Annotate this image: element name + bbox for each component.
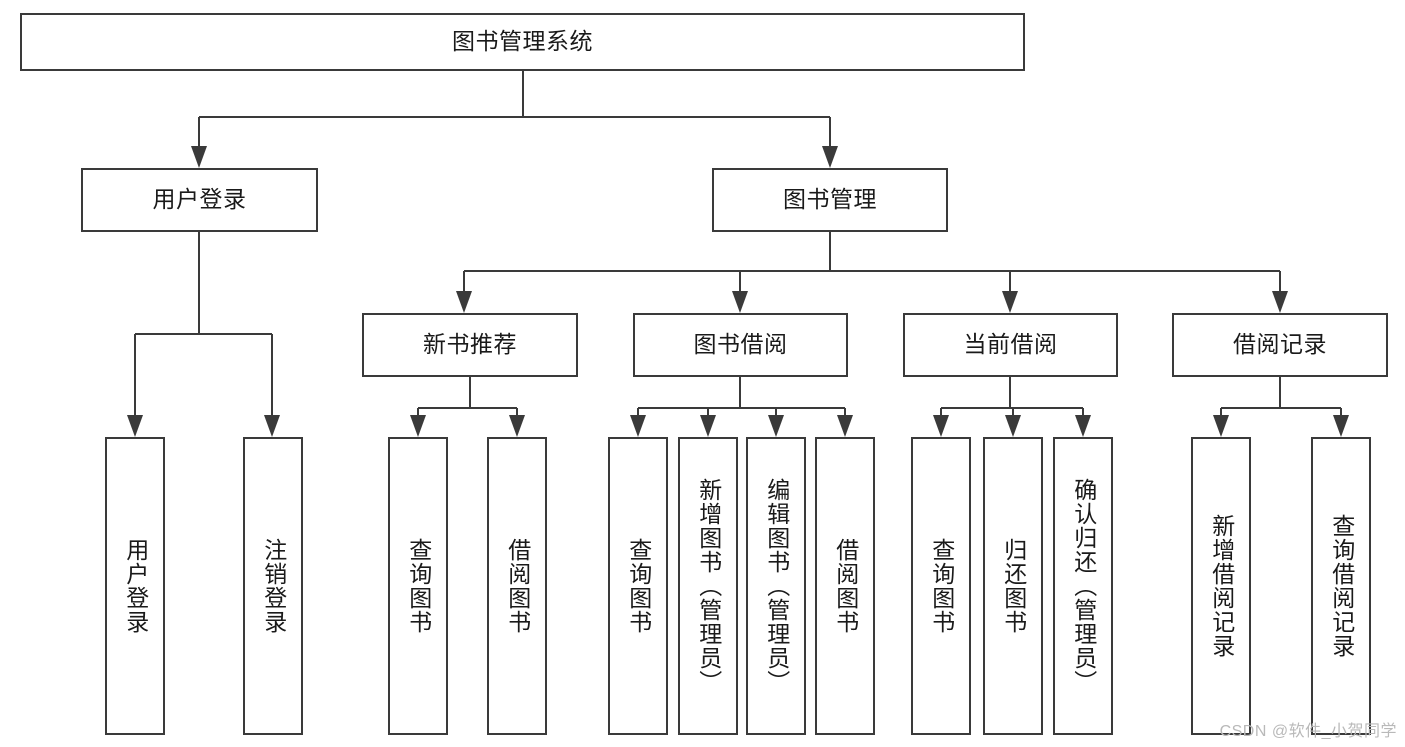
node-label: 借阅图书 — [832, 538, 859, 634]
node-label: 用户登录 — [152, 186, 247, 213]
node-current-borrow[interactable]: 当前借阅 — [903, 313, 1118, 377]
node-label: 新书推荐 — [423, 331, 517, 358]
node-leaf-user-login[interactable]: 用户登录 — [105, 437, 165, 735]
node-leaf-borrow-book-1[interactable]: 借阅图书 — [487, 437, 547, 735]
node-leaf-return-book[interactable]: 归还图书 — [983, 437, 1043, 735]
node-leaf-add-book[interactable]: 新增图书（管理员） — [678, 437, 738, 735]
node-label: 查询图书 — [405, 538, 432, 634]
node-leaf-query-borrow-record[interactable]: 查询借阅记录 — [1311, 437, 1371, 735]
node-label: 新增借阅记录 — [1208, 514, 1235, 658]
node-label: 查询图书 — [928, 538, 955, 634]
node-leaf-query-book-3[interactable]: 查询图书 — [911, 437, 971, 735]
node-label: 图书管理 — [783, 186, 877, 213]
node-label: 借阅图书 — [504, 538, 531, 634]
node-book-manage[interactable]: 图书管理 — [712, 168, 948, 232]
node-book-borrow[interactable]: 图书借阅 — [633, 313, 848, 377]
node-label: 查询图书 — [625, 538, 652, 634]
node-leaf-add-borrow-record[interactable]: 新增借阅记录 — [1191, 437, 1251, 735]
node-leaf-query-book-1[interactable]: 查询图书 — [388, 437, 448, 735]
node-label: 借阅记录 — [1233, 331, 1327, 358]
node-leaf-borrow-book-2[interactable]: 借阅图书 — [815, 437, 875, 735]
csdn-watermark: CSDN @软件_小贺同学 — [1219, 723, 1397, 740]
node-borrow-record[interactable]: 借阅记录 — [1172, 313, 1388, 377]
node-label: 图书借阅 — [693, 331, 788, 358]
node-label: 查询借阅记录 — [1328, 514, 1355, 658]
node-label: 用户登录 — [122, 538, 149, 634]
node-label: 新增图书（管理员） — [695, 478, 722, 694]
node-root-book-management-system[interactable]: 图书管理系统 — [20, 13, 1025, 71]
node-label: 注销登录 — [260, 538, 287, 634]
node-user-login[interactable]: 用户登录 — [81, 168, 318, 232]
node-label: 图书管理系统 — [452, 28, 593, 55]
node-label: 归还图书 — [1000, 538, 1027, 634]
node-leaf-confirm-return[interactable]: 确认归还（管理员） — [1053, 437, 1113, 735]
node-leaf-query-book-2[interactable]: 查询图书 — [608, 437, 668, 735]
node-leaf-user-logout[interactable]: 注销登录 — [243, 437, 303, 735]
node-label: 当前借阅 — [963, 331, 1058, 358]
node-new-book-recommend[interactable]: 新书推荐 — [362, 313, 578, 377]
node-label: 确认归还（管理员） — [1070, 478, 1097, 694]
node-leaf-edit-book[interactable]: 编辑图书（管理员） — [746, 437, 806, 735]
node-label: 编辑图书（管理员） — [763, 478, 790, 694]
